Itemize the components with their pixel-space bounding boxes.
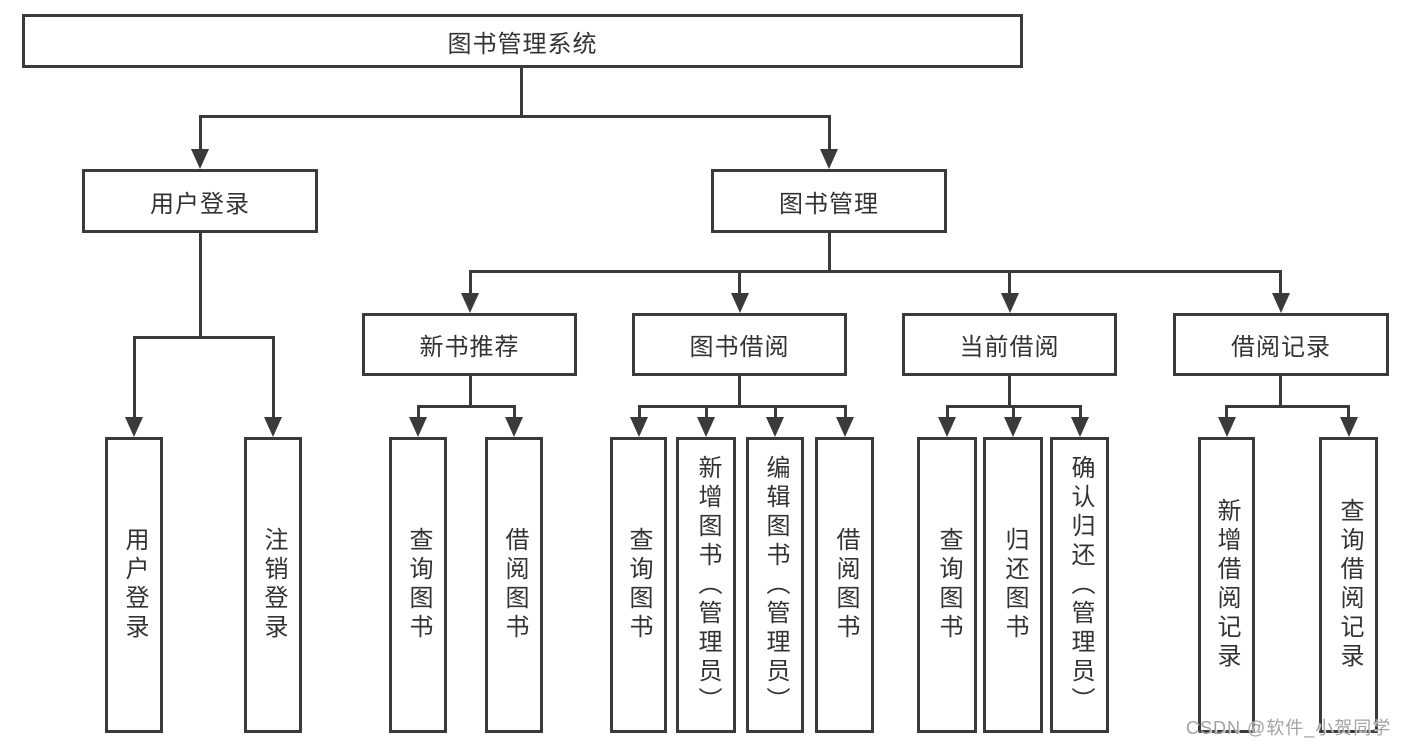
arrowhead-icon [938, 417, 956, 437]
leaf-record-add: 新增借阅记录 [1198, 437, 1255, 733]
connector-line [199, 233, 202, 339]
connector-line [1279, 270, 1282, 296]
node-book-mgmt: 图书管理 [711, 169, 947, 233]
connector-line [133, 336, 275, 339]
arrowhead-icon [766, 417, 784, 437]
node-borrow-record: 借阅记录 [1173, 313, 1389, 376]
leaf-current-confirm: 确认归还（管理员） [1050, 437, 1109, 733]
arrowhead-icon [505, 417, 523, 437]
connector-line [469, 376, 472, 408]
arrowhead-icon [191, 149, 209, 169]
connector-line [705, 405, 708, 419]
leaf-borrow-borrow: 借阅图书 [815, 437, 874, 733]
node-user-login: 用户登录 [82, 169, 318, 233]
connector-line [828, 115, 831, 151]
node-book-borrow: 图书借阅 [632, 313, 847, 376]
leaf-newbook-query: 查询图书 [389, 437, 447, 733]
arrowhead-icon [461, 293, 479, 313]
connector-line [774, 405, 777, 419]
arrowhead-icon [697, 417, 715, 437]
connector-line [513, 405, 516, 419]
arrowhead-icon [1071, 417, 1089, 437]
connector-line [828, 233, 831, 273]
leaf-record-query: 查询借阅记录 [1319, 437, 1378, 733]
connector-line [1279, 376, 1282, 408]
connector-line [1225, 405, 1350, 408]
arrowhead-icon [1340, 417, 1358, 437]
connector-line [469, 270, 1282, 273]
csdn-watermark: CSDN @软件_小贺同学 [1186, 718, 1392, 738]
arrowhead-icon [1218, 417, 1236, 437]
connector-line [272, 336, 275, 420]
connector-line [1079, 405, 1082, 419]
leaf-newbook-borrow: 借阅图书 [485, 437, 543, 733]
connector-line [1347, 405, 1350, 419]
connector-line [133, 336, 136, 420]
connector-line [738, 270, 741, 296]
arrowhead-icon [820, 149, 838, 169]
connector-line [199, 115, 831, 118]
arrowhead-icon [125, 417, 143, 437]
leaf-user-login: 用户登录 [105, 437, 163, 733]
node-new-book: 新书推荐 [362, 313, 577, 376]
connector-line [520, 68, 523, 118]
connector-line [1008, 270, 1011, 296]
leaf-current-return: 归还图书 [983, 437, 1043, 733]
connector-line [844, 405, 847, 419]
arrowhead-icon [731, 293, 749, 313]
connector-line [417, 405, 420, 419]
leaf-borrow-edit: 编辑图书（管理员） [746, 437, 804, 733]
leaf-borrow-add: 新增图书（管理员） [676, 437, 736, 733]
leaf-borrow-query: 查询图书 [610, 437, 667, 733]
arrowhead-icon [630, 417, 648, 437]
arrowhead-icon [1004, 417, 1022, 437]
connector-line [199, 115, 202, 151]
leaf-current-query: 查询图书 [917, 437, 977, 733]
arrowhead-icon [1001, 293, 1019, 313]
arrowhead-icon [264, 417, 282, 437]
connector-line [638, 405, 847, 408]
connector-line [1012, 405, 1015, 419]
leaf-logout: 注销登录 [244, 437, 302, 733]
connector-line [738, 376, 741, 408]
connector-line [638, 405, 641, 419]
arrowhead-icon [1272, 293, 1290, 313]
connector-line [417, 405, 516, 408]
connector-line [1008, 376, 1011, 408]
arrowhead-icon [409, 417, 427, 437]
node-current-borrow: 当前借阅 [902, 313, 1117, 376]
node-root: 图书管理系统 [22, 14, 1023, 68]
arrowhead-icon [836, 417, 854, 437]
connector-line [946, 405, 949, 419]
connector-line [469, 270, 472, 296]
connector-line [1225, 405, 1228, 419]
